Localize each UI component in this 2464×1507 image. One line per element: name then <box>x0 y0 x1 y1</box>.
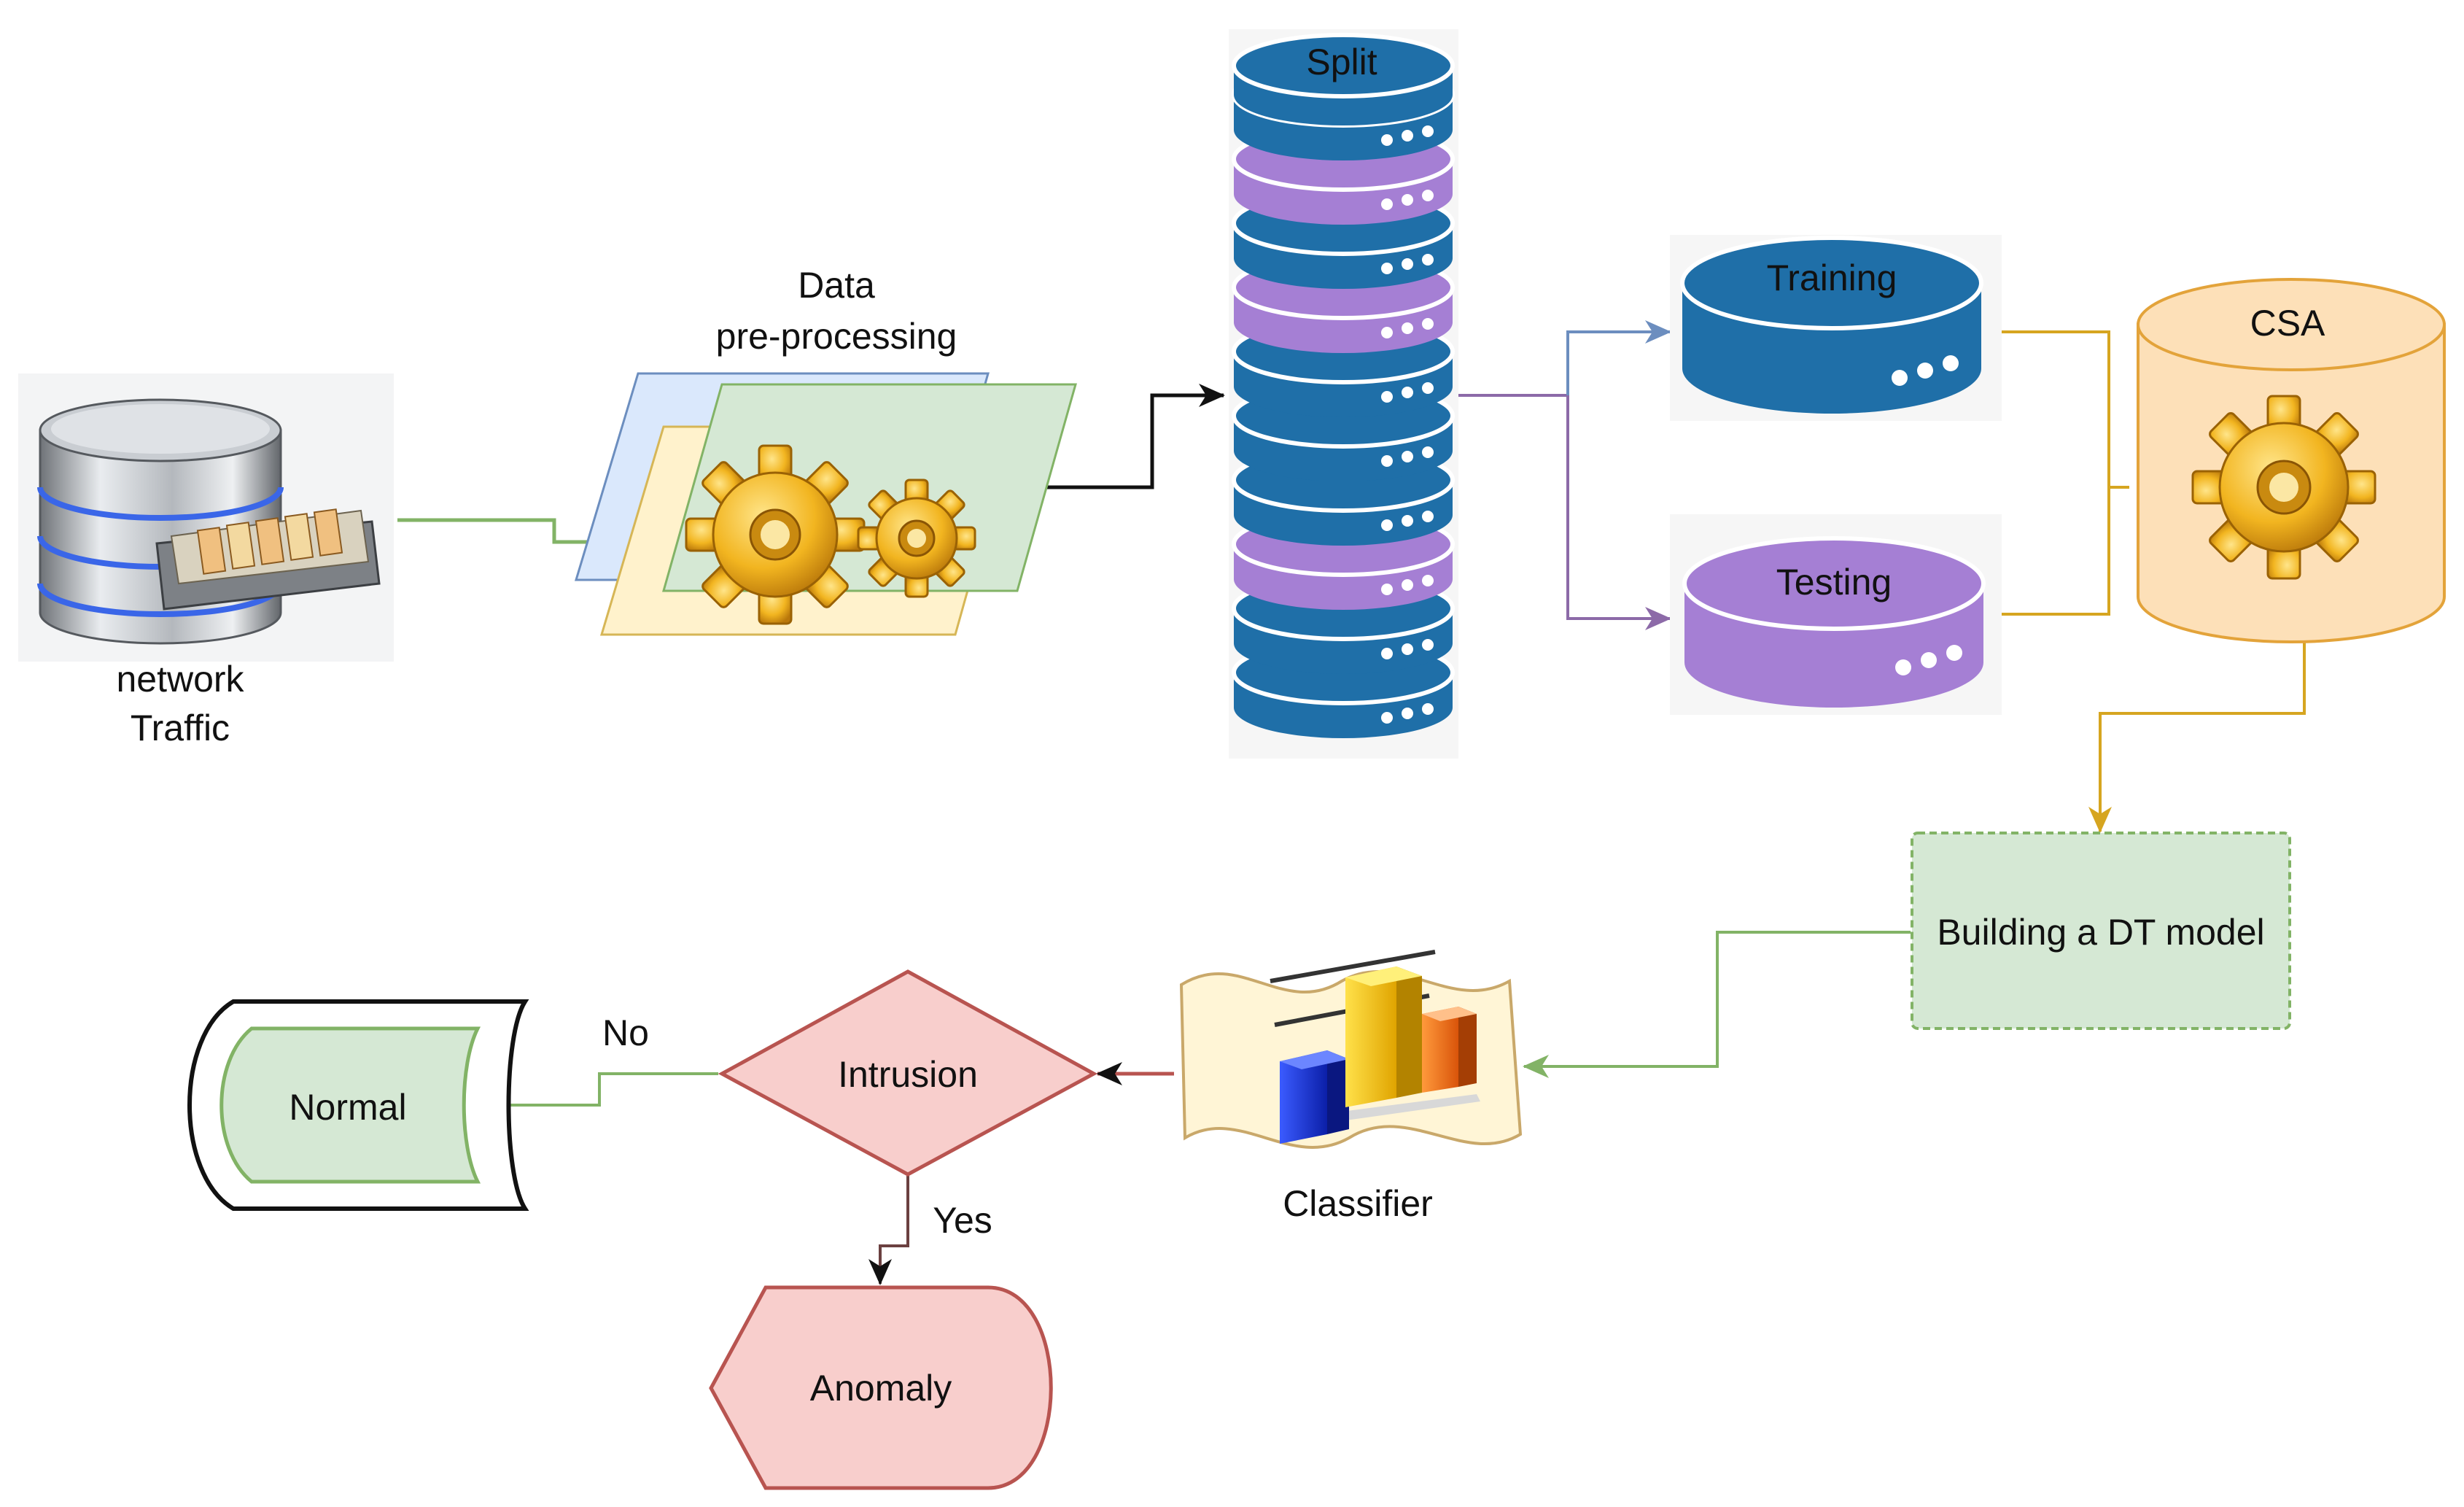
edge-intrusion-to-normal <box>503 1072 718 1107</box>
dt-model-node: Building a DT model <box>1911 832 2291 1030</box>
split-top-disk <box>1232 33 1455 125</box>
normal-node: Normal <box>187 999 529 1211</box>
intrusion-label: Intrusion <box>838 1054 978 1095</box>
preprocessing-label-line1: Data <box>798 265 875 306</box>
testing-node: Testing <box>1670 514 2002 715</box>
network-traffic-node: network Traffic <box>18 373 394 748</box>
edge-dt-model-to-classifier <box>1523 931 1911 1078</box>
normal-label: Normal <box>289 1087 406 1128</box>
gear-icon <box>685 444 866 625</box>
training-label: Training <box>1767 257 1897 298</box>
preprocessing-label-line2: pre-processing <box>716 316 957 357</box>
edge-intrusion-to-anomaly <box>868 1176 909 1285</box>
bar-orange <box>1422 1007 1477 1093</box>
anomaly-node: Anomaly <box>709 1285 1053 1490</box>
dt-model-label: Building a DT model <box>1937 912 2264 953</box>
edge-label-no: No <box>602 1012 649 1053</box>
classifier-node: Classifier <box>1179 950 1523 1224</box>
testing-dots-icon <box>1895 645 1962 675</box>
edge-csa-to-dt-model <box>2088 642 2306 833</box>
network-traffic-label-line2: Traffic <box>131 708 230 748</box>
csa-gear-icon <box>2191 395 2376 580</box>
anomaly-label: Anomaly <box>810 1368 952 1409</box>
gear-small-icon <box>857 479 976 598</box>
edge-split-to-training <box>1566 320 1671 395</box>
split-node: Split <box>1229 29 1458 759</box>
bar-blue <box>1280 1050 1349 1144</box>
classifier-label: Classifier <box>1283 1183 1433 1224</box>
csa-node: CSA <box>2137 278 2446 643</box>
edge-split-to-testing <box>1566 395 1671 630</box>
edge-label-yes: Yes <box>933 1200 992 1241</box>
edge-preprocessing-to-split <box>1044 384 1225 489</box>
edge-testing-to-csa <box>2002 487 2110 616</box>
bar-yellow <box>1345 966 1422 1107</box>
intrusion-node: Intrusion <box>718 969 1098 1177</box>
testing-label: Testing <box>1776 562 1892 603</box>
edges: No Yes <box>397 320 2306 1285</box>
split-stack <box>1232 33 1455 738</box>
edge-training-to-csa <box>2002 330 2129 489</box>
csa-label: CSA <box>2250 303 2325 344</box>
training-dots-icon <box>1892 355 1959 386</box>
preprocessing-node: Data pre-processing <box>574 265 1077 636</box>
server-database-icon <box>37 398 381 645</box>
split-label: Split <box>1306 42 1377 82</box>
chart-scroll-icon <box>1179 950 1523 1149</box>
network-traffic-label-line1: network <box>116 659 244 700</box>
training-node: Training <box>1670 235 2002 421</box>
